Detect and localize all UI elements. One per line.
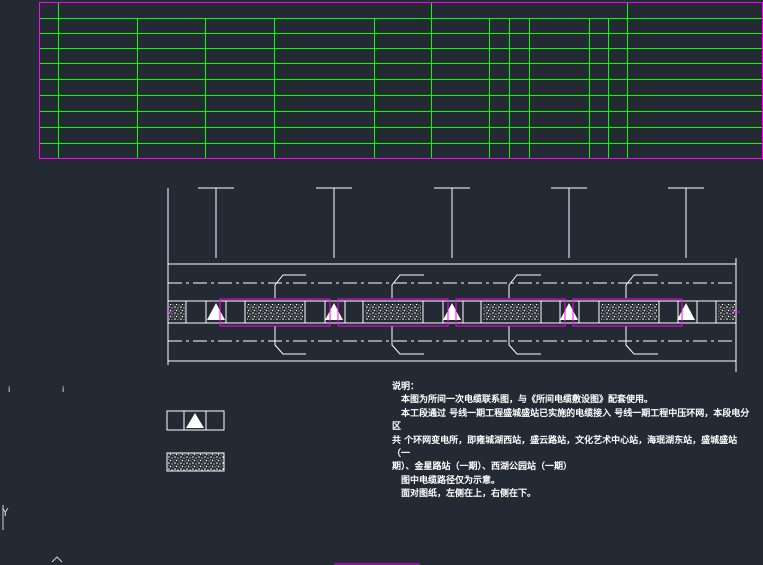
hatch-block (483, 304, 539, 320)
table-row-lines (40, 18, 762, 144)
leader-bottom (274, 326, 306, 355)
leader-bottom (508, 326, 541, 355)
cable-loop (337, 298, 449, 327)
leader-bottom (625, 326, 658, 355)
hatch-block (365, 304, 421, 320)
legend-mark-b: i (62, 385, 65, 394)
notes-block: 说明： 本图为所间一次电缆联系图，与《所间电缆敷设图》配套使用。 本工段通过 号… (392, 381, 752, 502)
hatch-block (169, 304, 185, 320)
note-line-5: 图中电缆路径仅为示意。 (401, 475, 501, 486)
leader-top (508, 274, 541, 298)
cable-tray-cells (169, 301, 735, 323)
hatch-block (601, 304, 657, 320)
note-line-1: 本图为所间一次电缆联系图，与《所间电缆敷设图》配套使用。 (401, 395, 654, 406)
legend-mark-a: i (8, 385, 11, 394)
ucs-y-label: Y (2, 506, 9, 519)
table-frame (39, 2, 763, 159)
station-supports (198, 187, 704, 258)
legend-hatch-symbol (166, 452, 225, 472)
note-line-3: 共 个环网变电所，即雍城湖西站，盛云路站，文化艺术中心站，海珉湖东站，盛城盛站（… (392, 435, 738, 460)
legend-tray-symbol (166, 410, 225, 431)
leader-top (391, 274, 424, 298)
triangle-icon (207, 303, 225, 320)
cable-loop (455, 298, 566, 327)
notes-title: 说明： (392, 382, 420, 392)
cable-loop (572, 298, 683, 327)
note-line-6: 面对图纸，左侧在上，右侧在下。 (401, 489, 537, 500)
cable-route-diagram (167, 187, 737, 372)
triangle-icon (443, 303, 461, 320)
table-column-lines (58, 3, 628, 158)
title-block-table (39, 2, 763, 159)
triangle-icon (677, 303, 695, 320)
leader-top (274, 274, 306, 298)
note-line-2: 本工段通过 号线一期工程盛城盛站已实施的电缆接入 号线一期工程中压环网，本段电分… (392, 408, 750, 433)
cable-loops (166, 298, 740, 327)
legend (166, 410, 225, 472)
leader-top (625, 274, 658, 298)
cable-leaders (274, 274, 658, 355)
hatch-block (247, 304, 303, 320)
ucs-arrow-icon (51, 556, 63, 563)
triangle-icon (325, 303, 343, 320)
note-line-4: 期）、金星路站（一期）、西湖公园站（一期） (392, 462, 573, 473)
triangle-icon (560, 303, 578, 320)
cable-loop (219, 298, 331, 327)
leader-bottom (391, 326, 424, 355)
hatch-block (718, 304, 735, 320)
triangle-icon (186, 413, 204, 428)
